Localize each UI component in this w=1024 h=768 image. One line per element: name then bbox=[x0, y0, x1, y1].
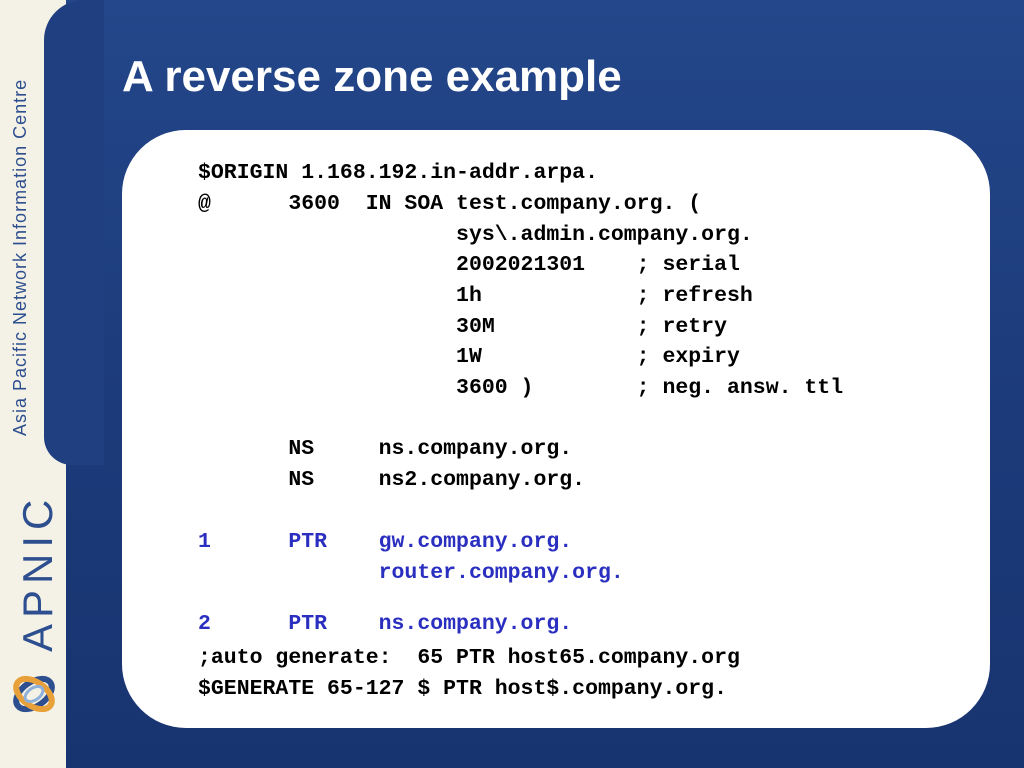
code-line-ns-2: NS ns2.company.org. bbox=[198, 468, 586, 492]
code-panel bbox=[122, 130, 990, 728]
sidebar-curve bbox=[44, 0, 104, 465]
code-line-soa-email: sys\.admin.company.org. bbox=[198, 223, 753, 247]
code-line-refresh: 1h ; refresh bbox=[198, 284, 753, 308]
code-line-neg-ttl: 3600 ) ; neg. answ. ttl bbox=[198, 376, 844, 400]
code-line-retry: 30M ; retry bbox=[198, 315, 727, 339]
code-line-auto-generate-comment: ;auto generate: 65 PTR host65.company.or… bbox=[198, 646, 740, 670]
code-line-serial: 2002021301 ; serial bbox=[198, 253, 740, 277]
code-line-ptr-1-router: router.company.org. bbox=[198, 561, 624, 585]
apnic-logo-icon bbox=[13, 675, 55, 713]
code-line-ns-1: NS ns.company.org. bbox=[198, 437, 573, 461]
code-line-ptr-1: 1 PTR gw.company.org. bbox=[198, 530, 573, 554]
code-line-ptr-2: 2 PTR ns.company.org. bbox=[198, 612, 573, 636]
sidebar-tagline: Asia Pacific Network Information Centre bbox=[10, 78, 30, 436]
code-line-expiry: 1W ; expiry bbox=[198, 345, 740, 369]
code-line-generate: $GENERATE 65-127 $ PTR host$.company.org… bbox=[198, 677, 727, 701]
code-line-soa: @ 3600 IN SOA test.company.org. ( bbox=[198, 192, 702, 216]
slide-title: A reverse zone example bbox=[122, 52, 622, 101]
code-line-origin: $ORIGIN 1.168.192.in-addr.arpa. bbox=[198, 161, 598, 185]
brand-wordmark: APNIC bbox=[14, 493, 61, 652]
